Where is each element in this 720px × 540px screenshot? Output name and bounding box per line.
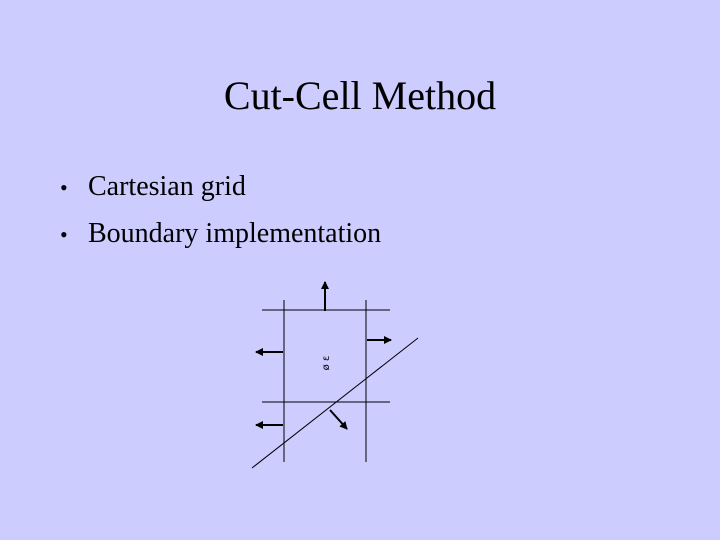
bullet-list: • Cartesian grid • Boundary implementati… — [60, 164, 381, 258]
boundary-line — [251, 337, 419, 469]
bullet-text: Cartesian grid — [88, 171, 246, 202]
bullet-icon: • — [60, 222, 68, 247]
bullet-text: Boundary implementation — [88, 218, 382, 249]
slide-title: Cut-Cell Method — [223, 73, 497, 118]
cell-label: ø ɛ — [321, 356, 332, 371]
bullet-icon: • — [60, 175, 68, 200]
arrow-normal-icon — [329, 409, 348, 430]
bullet-item-boundary-implementation: • Boundary implementation — [60, 211, 381, 258]
bullet-item-cartesian-grid: • Cartesian grid — [60, 164, 381, 211]
cut-cell-diagram: ø ɛ — [251, 281, 419, 469]
